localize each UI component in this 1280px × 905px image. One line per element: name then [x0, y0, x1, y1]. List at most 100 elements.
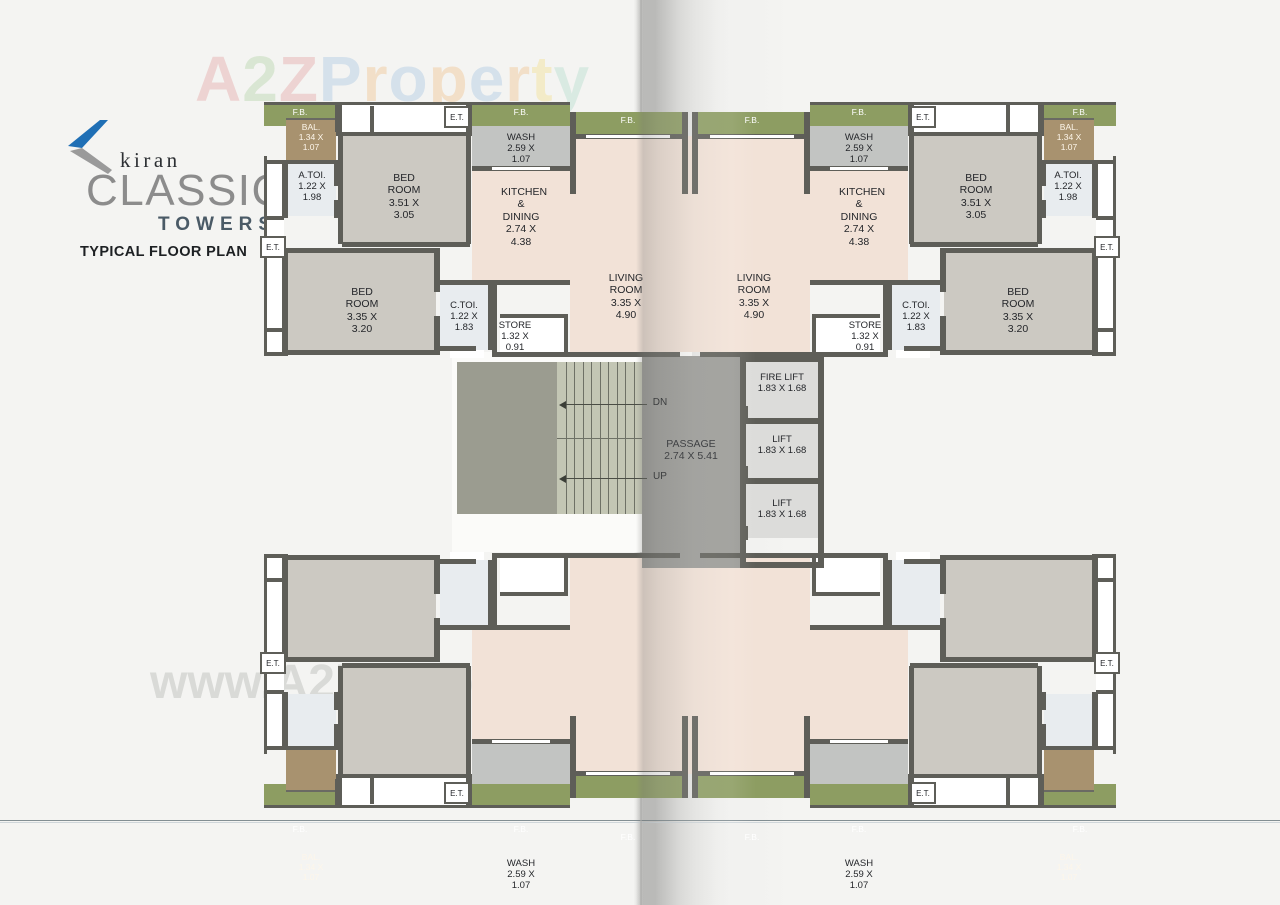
- fb-inner-tr: [698, 112, 806, 134]
- store-wall-l-tl: [492, 280, 497, 356]
- store-notch-wall-r-tl: [564, 314, 568, 356]
- bay-opening-1-tl: [342, 106, 370, 132]
- fb-label-left-bl: F.B.: [292, 824, 308, 834]
- left-strip-wall-m-tr: [1096, 328, 1116, 332]
- et-label: E.T.: [916, 788, 930, 798]
- left-strip-wall-b-tl: [264, 352, 284, 356]
- fb-inner-door-tr: [710, 135, 794, 138]
- wash-door-tr: [830, 167, 888, 170]
- store-notch-wall-r-bl: [564, 554, 568, 596]
- fb-inner-wall-r-br: [692, 774, 698, 798]
- balcony-edge-tl: [286, 118, 336, 120]
- stair-dn-line: [563, 404, 647, 405]
- ctoi-door-tl: [450, 350, 484, 358]
- bed2-wall-r2-br: [940, 556, 946, 594]
- balcony-edge-tr: [1044, 118, 1094, 120]
- watermark-letter: t: [531, 43, 554, 115]
- bed-master-wall-l-tr: [1037, 136, 1042, 244]
- bed-master-wall-l-bl: [338, 666, 343, 774]
- bay-mullion-tl: [370, 106, 374, 132]
- wash-door-tl: [492, 167, 550, 170]
- bay-wall-l-bl: [336, 776, 342, 806]
- living-wall-l-upper-br: [804, 716, 810, 772]
- ctoi-wall-t-br: [888, 625, 940, 630]
- bay-sill-br: [908, 774, 1044, 778]
- bed2-wall-b-bl: [282, 555, 440, 560]
- top-detail-mullion-3: [1006, 779, 1010, 807]
- et-left-tr: E.T.: [1094, 236, 1120, 258]
- ctoi-wall-r-tr: [887, 284, 892, 350]
- stair-treads: [557, 362, 642, 514]
- atoi-wall-top-br: [1040, 746, 1098, 750]
- et-top-tr: E.T.: [910, 106, 936, 128]
- bay-wall-l-tl: [336, 104, 342, 134]
- living-wall-r-upper-tl: [682, 138, 688, 194]
- outer-left-mid-tl: [264, 216, 284, 220]
- left-strip-wall-m-bl: [264, 578, 284, 582]
- brand-name-main: CLASSIC: [86, 166, 285, 215]
- ctoi-wall-r-bl: [488, 560, 493, 626]
- outer-left-top-tr: [1096, 160, 1116, 164]
- et-label: E.T.: [450, 112, 464, 122]
- balcony-label-bl: BAL. 1.34 X 1.07: [298, 852, 324, 883]
- attached-toilet-tl: [288, 164, 336, 216]
- stair-landing: [457, 362, 557, 514]
- bedroom-second-tr: [944, 252, 1092, 350]
- bed-master-wall-r-bl: [466, 666, 471, 774]
- top-detail-mullion-0: [335, 104, 339, 132]
- fb-strip-right-tr: [810, 104, 908, 126]
- atoi-jamb-bot-bl: [334, 692, 340, 710]
- bay-wall-l-br: [1038, 776, 1044, 806]
- wash-room-tr: [810, 126, 908, 168]
- lift-wall-2: [746, 478, 818, 484]
- plan-wall-bottom-inner-tl: [492, 352, 680, 357]
- kiran-logo-mark: [68, 120, 112, 174]
- outer-left-opening-bl: [266, 712, 282, 746]
- store-wall-l-br: [883, 554, 888, 630]
- living-wall-r-upper-br: [692, 716, 698, 772]
- bed2-wall-t-tl: [282, 248, 440, 253]
- atoi-jamb-bot-br: [1040, 692, 1046, 710]
- bay-opening-1-tr: [1010, 106, 1038, 132]
- bed2-wall-l-tr: [1092, 248, 1098, 356]
- lift-car-1: [746, 424, 818, 478]
- store-notch-wall-r-br: [812, 554, 816, 596]
- atoi-wall-top-tr: [1040, 160, 1098, 164]
- fire-lift-car: [746, 362, 818, 418]
- atoi-wall-top-tl: [282, 160, 340, 164]
- left-strip-wall-b-bl: [264, 554, 284, 558]
- brand-name-small: kiran: [120, 148, 181, 172]
- wash-label-br: WASH 2.59 X 1.07: [844, 858, 874, 892]
- bay-opening-1-br: [1010, 778, 1038, 804]
- bedroom-second-tl: [288, 252, 436, 350]
- stair-up-arrow: [559, 474, 566, 483]
- fb-label-right-bl: F.B.: [513, 824, 529, 834]
- wash-door-bl: [492, 740, 550, 743]
- bed2-wall-l-tl: [282, 248, 288, 356]
- fb-inner-door-bl: [586, 772, 670, 775]
- fb-inner-door-br: [710, 772, 794, 775]
- bed2-wall-r2-bl: [434, 556, 440, 594]
- ctoi-wall-t-bl: [440, 625, 492, 630]
- ctoi-wall-b-tr: [904, 346, 940, 351]
- store-notch-br: [816, 554, 880, 594]
- fb-strip-right-br: [810, 784, 908, 806]
- store-wall-t-tl: [492, 280, 570, 285]
- store-wall-t-br: [810, 625, 888, 630]
- left-strip-opening-tl: [266, 332, 282, 354]
- common-toilet-br: [892, 560, 940, 626]
- ctoi-wall-b-bl: [440, 559, 476, 564]
- fb-inner-wall-l-br: [804, 774, 810, 798]
- bed2-wall-r2-tl: [434, 316, 440, 354]
- attached-toilet-tr: [1044, 164, 1092, 216]
- core-wall-right: [818, 356, 824, 568]
- fb-inner-wall-l-tl: [570, 112, 576, 136]
- brand-name-sub: TOWERS: [158, 214, 278, 235]
- outer-left-opening-tr: [1098, 164, 1114, 198]
- bed2-wall-t-bl: [282, 657, 440, 662]
- lift-car-2: [746, 484, 818, 538]
- et-label: E.T.: [1100, 242, 1114, 252]
- balcony-edge-br: [1044, 790, 1094, 792]
- fb-inner-wall-l-bl: [570, 774, 576, 798]
- store-notch-wall-t-tl: [500, 314, 568, 318]
